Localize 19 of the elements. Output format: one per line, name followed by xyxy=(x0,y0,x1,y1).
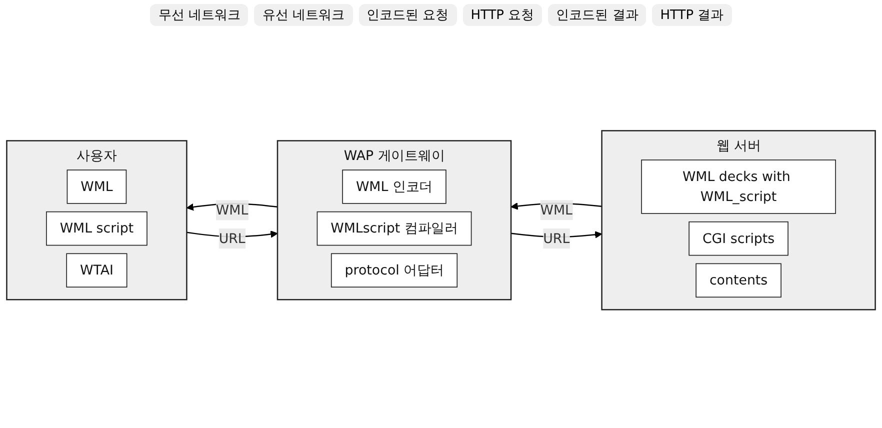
node-box: WML 인코더 xyxy=(342,169,446,204)
node-box: WML decks with WML_script xyxy=(641,159,836,214)
edge-label: WML xyxy=(216,202,248,218)
edge-label: URL xyxy=(543,230,570,246)
note-label: 인코드된 결과 xyxy=(548,4,646,26)
node-box: WTAI xyxy=(66,253,128,288)
node-box: protocol 어답터 xyxy=(330,253,458,288)
note-label: 인코드된 요청 xyxy=(358,4,457,26)
edge-label: URL xyxy=(218,230,246,246)
node-box: contents xyxy=(696,263,782,298)
note-label: 무선 네트워크 xyxy=(150,4,248,26)
edge-label: WML xyxy=(540,202,572,218)
note-label: HTTP 결과 xyxy=(652,4,732,26)
node-box: CGI scripts xyxy=(688,221,788,256)
note-label: HTTP 요청 xyxy=(462,4,542,26)
node-box: WML script xyxy=(46,211,148,246)
node-box: WML xyxy=(66,169,127,204)
node-box: WMLscript 컴파일러 xyxy=(316,211,472,246)
note-label: 유선 네트워크 xyxy=(254,4,353,26)
